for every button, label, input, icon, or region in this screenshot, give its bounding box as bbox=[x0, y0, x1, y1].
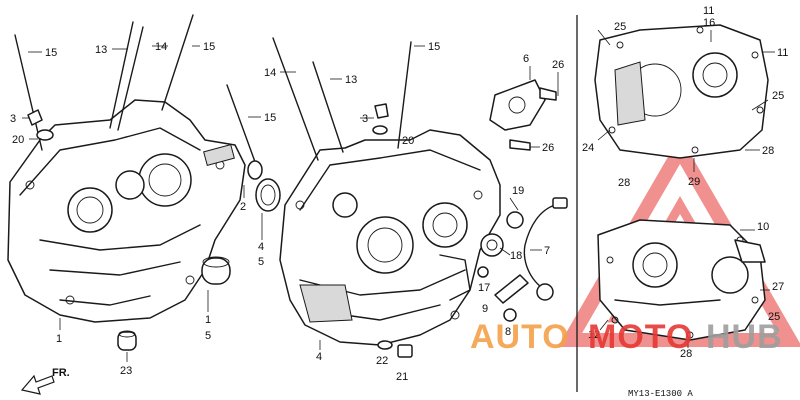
callout-labels: 15 13 14 15 3 20 14 13 15 3 20 15 2 4 5 … bbox=[10, 5, 788, 383]
callout-label: 25 bbox=[614, 21, 626, 33]
callout-label: 8 bbox=[505, 326, 511, 338]
callout-label: 25 bbox=[772, 90, 784, 102]
callout-label: 25 bbox=[768, 311, 780, 323]
callout-label: 28 bbox=[618, 177, 630, 189]
left-studs bbox=[14, 14, 259, 171]
callout-label: 13 bbox=[95, 44, 107, 56]
callout-label: 12 bbox=[588, 329, 600, 341]
right-studs bbox=[272, 37, 412, 161]
callout-label: 24 bbox=[582, 142, 594, 154]
callout-label: 1 bbox=[205, 314, 211, 326]
callout-label: 18 bbox=[510, 250, 522, 262]
watermark-part2: MOTO bbox=[588, 318, 693, 356]
right-crankcase-half bbox=[279, 129, 501, 346]
callout-label: 20 bbox=[402, 135, 414, 147]
callout-label: 10 bbox=[757, 221, 769, 233]
direction-label: FR. bbox=[52, 367, 70, 379]
callout-label: 26 bbox=[542, 142, 554, 154]
bracket-assembly bbox=[489, 79, 568, 301]
callout-label: 5 bbox=[258, 256, 264, 268]
watermark-text: AUTO MOTO HUB bbox=[470, 318, 783, 356]
callout-label: 28 bbox=[762, 145, 774, 157]
callout-label: 15 bbox=[45, 47, 57, 59]
callout-label: 3 bbox=[362, 113, 368, 125]
leader-lines bbox=[22, 29, 775, 362]
callout-label: 3 bbox=[10, 113, 16, 125]
left-small-parts bbox=[27, 109, 281, 351]
left-crankcase-half bbox=[7, 99, 246, 323]
callout-label: 20 bbox=[12, 134, 24, 146]
front-direction-indicator: FR. bbox=[20, 367, 70, 395]
callout-label: 6 bbox=[523, 53, 529, 65]
callout-label: 2 bbox=[240, 201, 246, 213]
callout-label: 13 bbox=[345, 74, 357, 86]
direction-arrow-icon bbox=[20, 374, 55, 395]
callout-label: 22 bbox=[376, 355, 388, 367]
callout-label: 15 bbox=[203, 41, 215, 53]
callout-label: 4 bbox=[316, 351, 322, 363]
drawing-code: MY13-E1300 A bbox=[628, 389, 693, 399]
callout-label: 14 bbox=[155, 41, 167, 53]
callout-label: 14 bbox=[264, 67, 276, 79]
watermark-part1: AUTO bbox=[470, 318, 570, 356]
callout-label: 15 bbox=[264, 112, 276, 124]
callout-label: 9 bbox=[482, 303, 488, 315]
callout-label: 21 bbox=[396, 371, 408, 383]
callout-label: 28 bbox=[680, 348, 692, 360]
callout-label: 19 bbox=[512, 185, 524, 197]
watermark-part3: HUB bbox=[706, 318, 783, 356]
callout-label: 17 bbox=[478, 282, 490, 294]
right-small-parts bbox=[372, 103, 529, 358]
callout-label: 5 bbox=[205, 330, 211, 342]
callout-label: 4 bbox=[258, 241, 264, 253]
lower-side-cover bbox=[597, 219, 766, 341]
upper-side-cover bbox=[594, 24, 769, 159]
callout-label: 16 bbox=[703, 17, 715, 29]
callout-label: 7 bbox=[544, 245, 550, 257]
callout-label: 26 bbox=[552, 59, 564, 71]
callout-label: 11 bbox=[703, 5, 714, 17]
callout-label: 29 bbox=[688, 176, 700, 188]
callout-label: 23 bbox=[120, 365, 132, 377]
callout-label: 11 bbox=[777, 47, 788, 59]
callout-label: 27 bbox=[772, 281, 784, 293]
callout-label: 1 bbox=[56, 333, 62, 345]
callout-label: 15 bbox=[428, 41, 440, 53]
